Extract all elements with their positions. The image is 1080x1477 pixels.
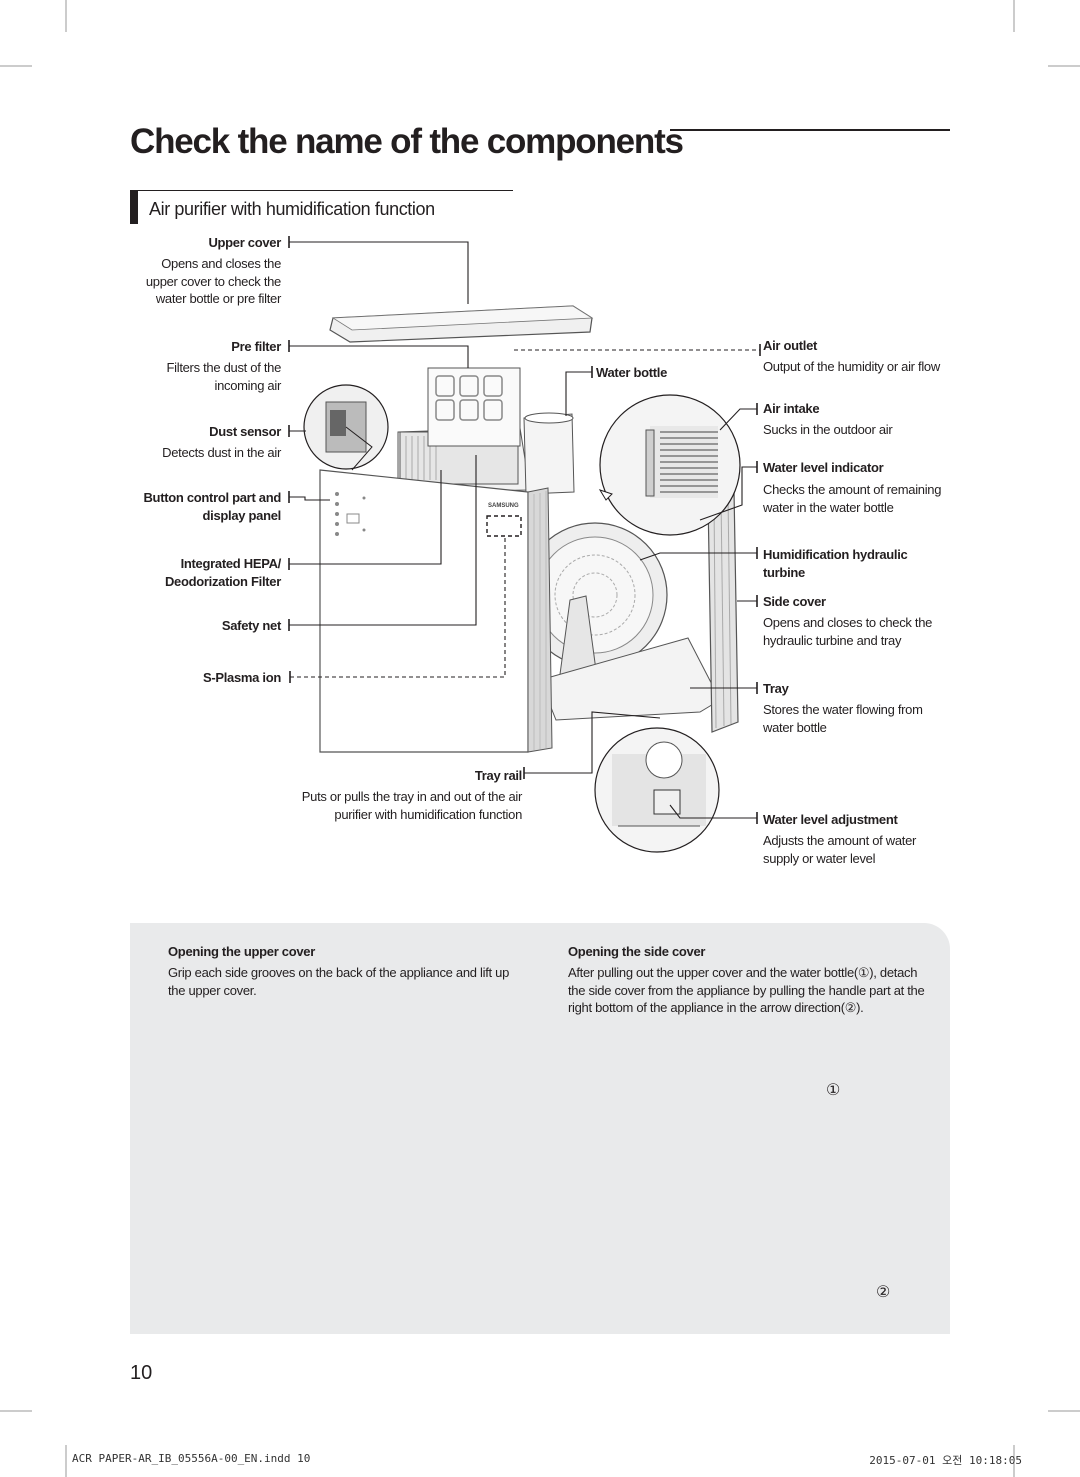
upper-cover-instruction-text: Grip each side grooves on the back of th…: [168, 965, 510, 998]
label-dust-sensor: Dust sensor: [209, 424, 281, 439]
upper-cover-instruction-title: Opening the upper cover: [168, 944, 315, 959]
step-2-marker: ②: [876, 1284, 891, 1301]
desc-air-outlet: Output of the humidity or air flow: [763, 359, 940, 374]
label-button-control-panel: Button control part and display panel: [143, 490, 281, 523]
page-number: 10: [130, 1362, 153, 1384]
instruction-panel: [130, 923, 950, 1334]
label-side-cover: Side cover: [763, 594, 826, 609]
side-cover-instruction-title: Opening the side cover: [568, 944, 706, 959]
desc-dust-sensor: Detects dust in the air: [162, 445, 281, 460]
step-1-marker: ①: [826, 1082, 841, 1099]
label-air-outlet: Air outlet: [763, 338, 818, 353]
desc-water-level-adjustment: Adjusts the amount of water supply or wa…: [763, 833, 917, 866]
footer-timestamp: 2015-07-01 오전 10:18:05: [869, 1454, 1022, 1467]
desc-tray-rail: Puts or pulls the tray in and out of the…: [301, 789, 523, 822]
leader-lines: [289, 241, 760, 819]
desc-upper-cover: Opens and closes the upper cover to chec…: [145, 256, 281, 306]
title-rule: [670, 129, 950, 131]
desc-air-intake: Sucks in the outdoor air: [763, 422, 893, 437]
leader-ticks: [288, 236, 761, 824]
label-air-intake: Air intake: [763, 401, 820, 416]
svg-text:SAMSUNG: SAMSUNG: [488, 503, 519, 509]
side-cover-instruction-text: After pulling out the upper cover and th…: [568, 965, 925, 1015]
section-marker: [130, 190, 138, 224]
desc-side-cover: Opens and closes to check the hydraulic …: [763, 615, 933, 648]
section-rule: [138, 190, 513, 191]
label-water-level-adjustment: Water level adjustment: [763, 812, 898, 827]
label-pre-filter: Pre filter: [231, 339, 281, 354]
desc-pre-filter: Filters the dust of the incoming air: [166, 360, 282, 393]
appliance-illustration: SAMSUNG: [319, 305, 739, 753]
desc-tray: Stores the water flowing from water bott…: [763, 702, 923, 735]
label-water-bottle: Water bottle: [596, 365, 668, 380]
footer-filename: ACR PAPER-AR_IB_05556A-00_EN.indd 10: [72, 1452, 311, 1465]
air-intake-detail: [598, 394, 741, 536]
label-safety-net: Safety net: [221, 618, 281, 633]
water-level-detail: [594, 727, 720, 853]
dust-sensor-detail: [303, 384, 389, 471]
label-s-plasma-ion: S-Plasma ion: [202, 670, 281, 685]
label-hydraulic-turbine: Humidification hydraulic turbine: [763, 547, 908, 580]
label-tray-rail: Tray rail: [474, 768, 522, 783]
label-water-level-indicator: Water level indicator: [763, 460, 884, 475]
label-tray: Tray: [763, 681, 789, 696]
label-hepa-filter: Integrated HEPA/ Deodorization Filter: [164, 556, 281, 589]
desc-water-level-indicator: Checks the amount of remaining water in …: [763, 482, 942, 515]
section-title: Air purifier with humidification functio…: [149, 199, 435, 219]
label-upper-cover: Upper cover: [208, 235, 281, 250]
page-title: Check the name of the components: [130, 122, 684, 161]
